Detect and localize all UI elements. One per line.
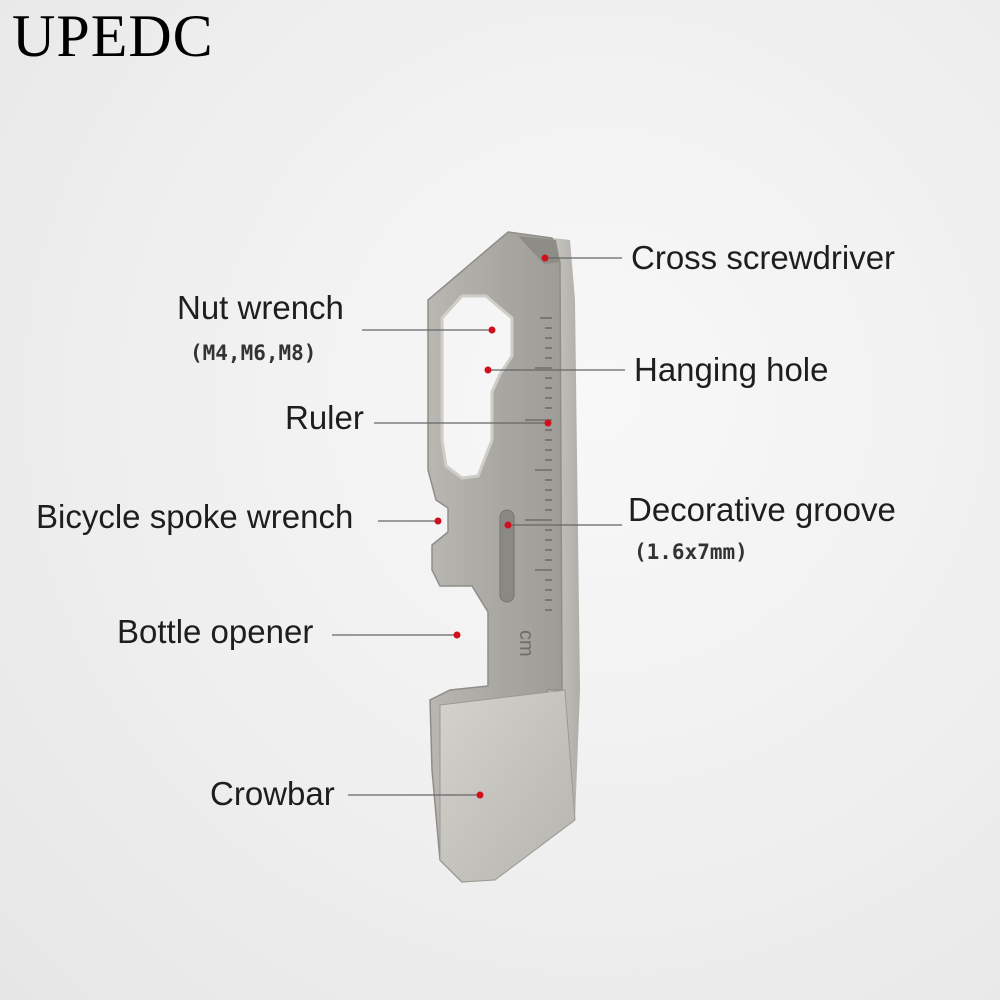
- label-hanging-hole: Hanging hole: [634, 351, 829, 388]
- nut-wrench-bevel: [440, 294, 514, 480]
- marker-hanging-hole: [484, 366, 492, 374]
- label-decorative-groove: Decorative groove: [628, 491, 896, 528]
- label-crowbar: Crowbar: [210, 775, 335, 812]
- marker-nut-wrench: [488, 326, 496, 334]
- label-bicycle-spoke-wrench: Bicycle spoke wrench: [36, 498, 354, 535]
- marker-decorative-groove: [504, 521, 512, 529]
- label-nut-wrench-sizes: (M4,M6,M8): [190, 341, 317, 365]
- marker-bicycle-spoke-wrench: [434, 517, 442, 525]
- crowbar-bevel: [439, 689, 576, 883]
- decorative-groove-shape: [499, 509, 515, 603]
- screwdriver-notch: [518, 236, 560, 264]
- label-cross-screwdriver: Cross screwdriver: [631, 239, 896, 276]
- label-nut-wrench: Nut wrench: [177, 289, 344, 326]
- leader-lines: [332, 257, 625, 796]
- ruler-unit-label: cm: [515, 630, 537, 657]
- marker-bottle-opener: [453, 631, 461, 639]
- label-bottle-opener: Bottle opener: [117, 613, 314, 650]
- markers: [434, 254, 552, 799]
- label-ruler: Ruler: [285, 399, 364, 436]
- marker-crowbar: [476, 791, 484, 799]
- ruler-ticks: [525, 317, 552, 611]
- marker-ruler: [544, 419, 552, 427]
- label-decorative-groove-size: (1.6x7mm): [634, 540, 748, 564]
- brand-logo: UPEDC: [12, 3, 214, 69]
- marker-cross-screwdriver: [541, 254, 549, 262]
